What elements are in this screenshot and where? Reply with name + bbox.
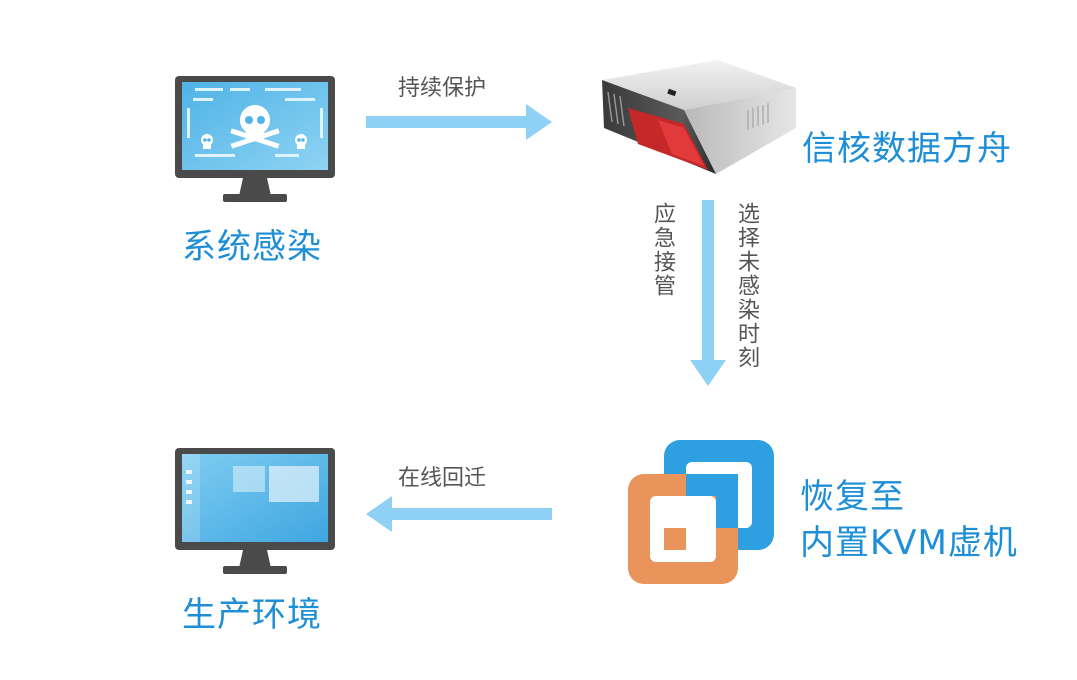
migrate-arrow: [366, 496, 552, 532]
takeover-arrow: [690, 200, 726, 386]
kvm-label-line1: 恢复至: [800, 477, 905, 517]
ark-label: 信核数据方舟: [802, 129, 1012, 169]
protect-label: 持续保护: [398, 76, 487, 101]
kvm-label-line2: 内置KVM虚机: [800, 523, 1018, 563]
infected-label: 系统感染: [182, 227, 322, 267]
takeover-right-label: 选择未感染时刻: [734, 202, 759, 370]
protect-arrow: [366, 104, 552, 140]
server-rack-icon: [602, 60, 796, 174]
vmware-logo-icon: [628, 440, 774, 584]
takeover-left-label: 应急接管: [650, 202, 675, 298]
monitor-icon: [175, 448, 335, 574]
migrate-label: 在线回迁: [398, 466, 487, 491]
infected-monitor-icon: [175, 76, 335, 202]
production-label: 生产环境: [182, 595, 322, 635]
